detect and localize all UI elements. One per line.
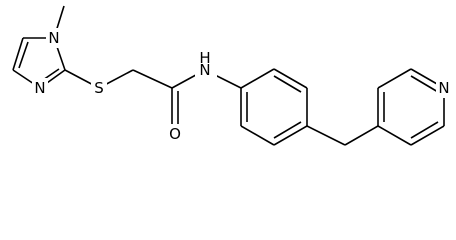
bond-ar1-ar2 [240, 68, 275, 89]
chemical-structure-diagram: N N S O H N N [12, 5, 450, 146]
bond-ar4-ar5 [273, 125, 308, 146]
bond-ch2-carbonyl [132, 69, 173, 89]
bond-ch2-pyr [344, 125, 379, 146]
bond-py5-py4 [377, 125, 412, 146]
atom-label-oxygen: O [169, 125, 181, 143]
atom-label-sulfur: S [94, 79, 104, 97]
benzene-ring [240, 68, 308, 146]
atom-label-n-imidazole: N [34, 79, 45, 97]
pyridine-ring [377, 68, 445, 146]
bond-ar4-ch2 [306, 125, 346, 146]
bond-py6-py5 [410, 125, 445, 146]
bond-ar2-ar3-inner [273, 75, 302, 93]
bond-py6-py5-inner [410, 121, 439, 139]
bond-c4-c5-double [18, 41, 29, 69]
atom-label-nh: N [199, 61, 210, 79]
bond-py2-n-inner [410, 75, 439, 93]
atom-label-n-pyridine: N [438, 79, 449, 97]
atom-label-n-methyl: N [48, 29, 59, 47]
bond-c4-c5 [12, 37, 24, 71]
atom-label-nh-h: H [199, 49, 210, 67]
bond-ar2-ar3 [273, 68, 308, 89]
bond-py3-py2 [377, 68, 412, 89]
bond-ar4-ar5-inner [273, 121, 302, 139]
bond-ar5-ar6 [240, 125, 275, 146]
